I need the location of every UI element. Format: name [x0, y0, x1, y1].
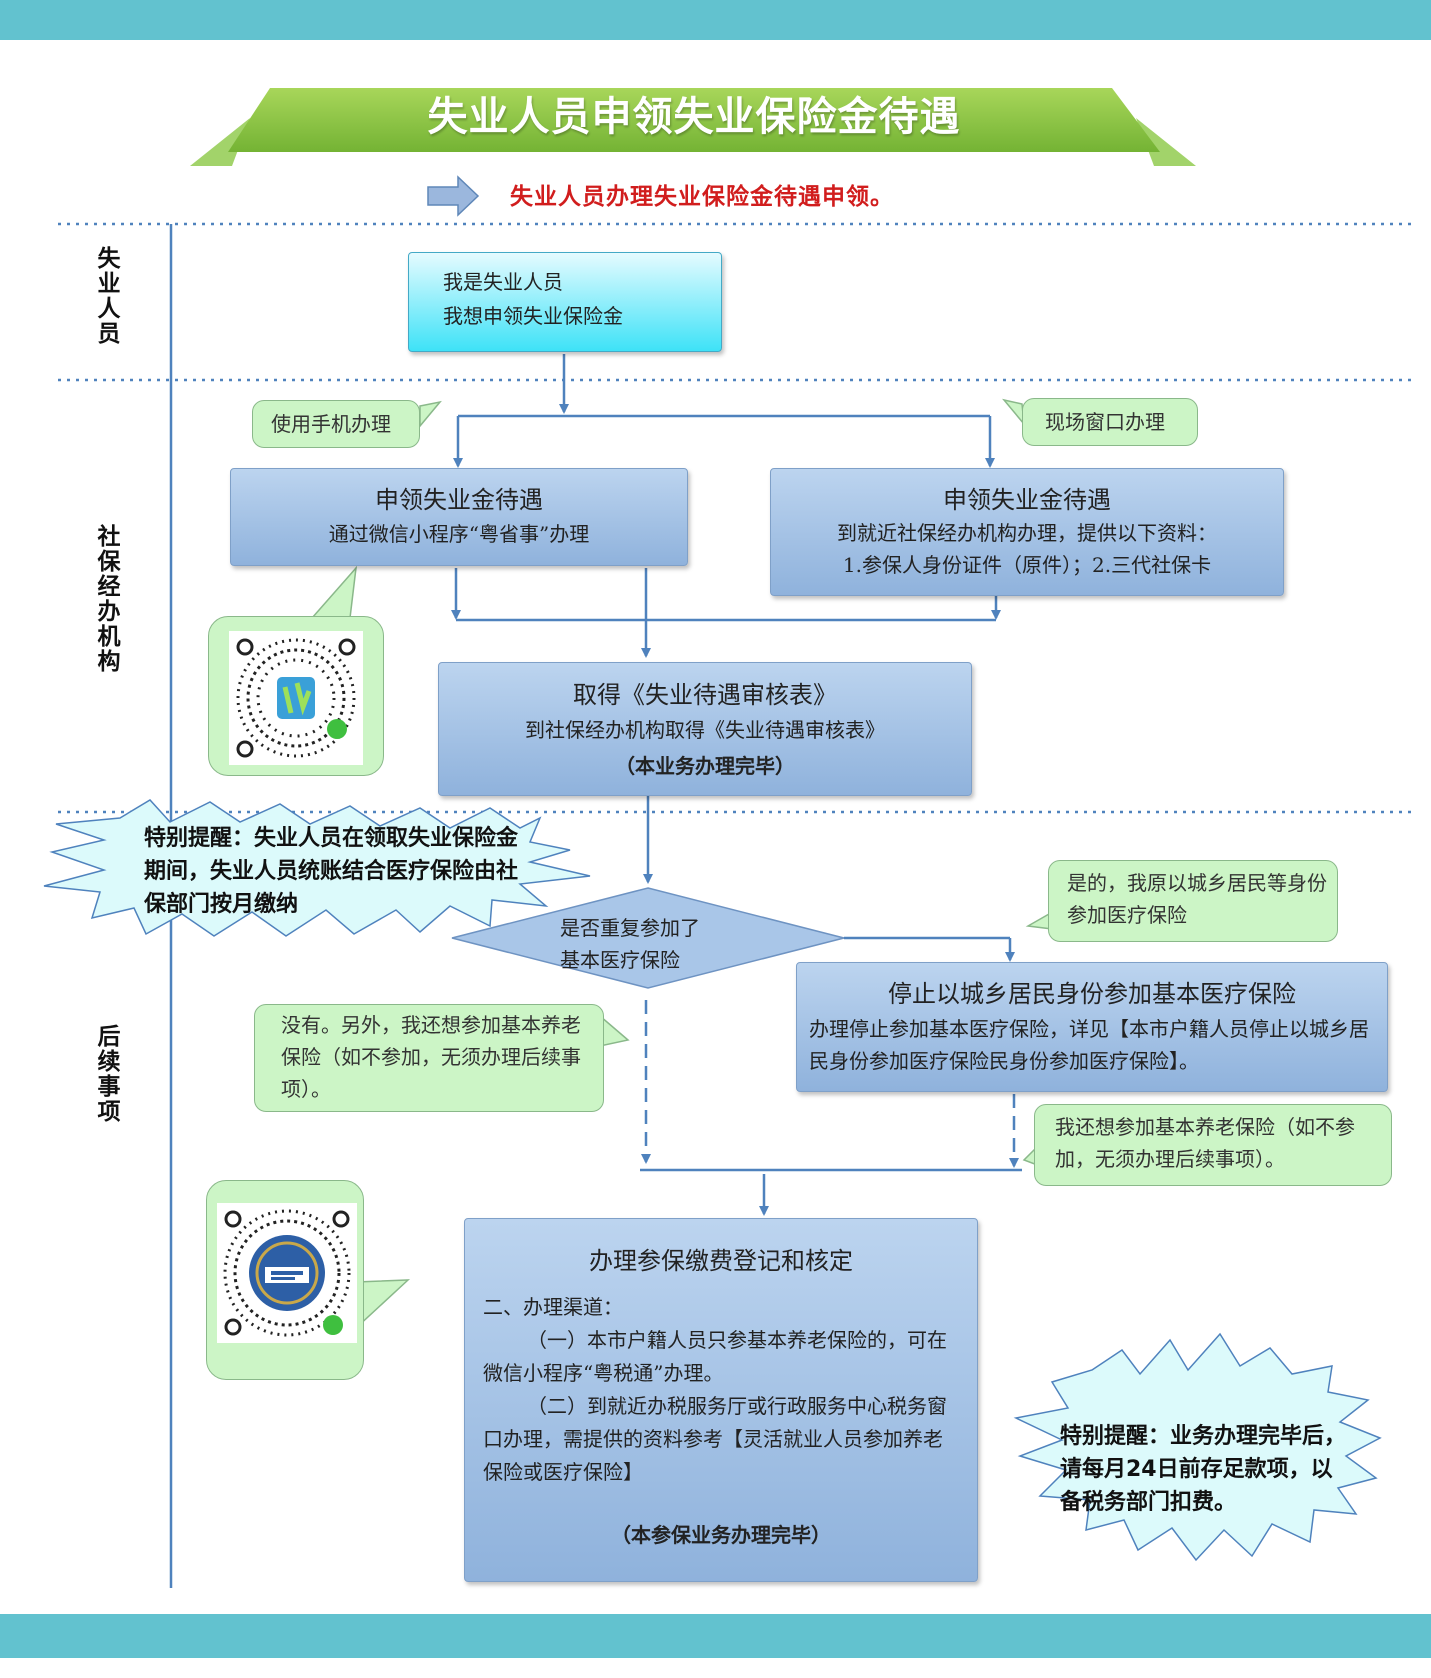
stop-insurance-box: 停止以城乡居民身份参加基本医疗保险 办理停止参加基本医疗保险，详见【本市户籍人员… [796, 962, 1388, 1092]
note-yes: 是的，我原以城乡居民等身份参加医疗保险 [1048, 860, 1338, 942]
mobile-apply-title: 申领失业金待遇 [375, 486, 543, 514]
decision-line2: 基本医疗保险 [560, 948, 680, 972]
review-form-box: 取得《失业待遇审核表》 到社保经办机构取得《失业待遇审核表》 （本业务办理完毕） [438, 662, 972, 796]
note-mobile: 使用手机办理 [252, 400, 420, 448]
reminder-starburst-left [43, 799, 591, 937]
review-form-title: 取得《失业待遇审核表》 [573, 681, 837, 709]
subtitle-arrow-shape [427, 175, 480, 217]
note-mobile-text: 使用手机办理 [271, 412, 391, 436]
start-line2: 我想申领失业保险金 [443, 304, 623, 328]
mobile-apply-sub: 通过微信小程序“粤省事”办理 [328, 522, 590, 546]
lane-applicant: 失业人员 [93, 246, 119, 346]
registration-box: 办理参保缴费登记和核定 二、办理渠道： （一）本市户籍人员只参基本养老保险的，可… [464, 1218, 978, 1582]
registration-title: 办理参保缴费登记和核定 [589, 1247, 853, 1275]
review-form-done: （本业务办理完毕） [615, 754, 795, 778]
window-apply-title: 申领失业金待遇 [943, 486, 1111, 514]
registration-done: （本参保业务办理完毕） [611, 1523, 831, 1547]
decision-line1: 是否重复参加了 [560, 916, 700, 940]
note-yes-text: 是的，我原以城乡居民等身份参加医疗保险 [1067, 871, 1327, 927]
start-line1: 我是失业人员 [443, 270, 563, 294]
registration-channel: 二、办理渠道： [483, 1295, 623, 1319]
note-no: 没有。另外，我还想参加基本养老保险（如不参加，无须办理后续事项）。 [254, 1004, 604, 1112]
qr-code-yueshengshi [229, 631, 363, 765]
qr-bubble-top [208, 616, 384, 776]
note-pension: 我还想参加基本养老保险（如不参加，无须办理后续事项）。 [1034, 1104, 1392, 1186]
qr-pattern-icon [223, 1209, 351, 1337]
decision-question: 是否重复参加了 基本医疗保险 [560, 912, 760, 976]
qr-pattern-icon [236, 638, 356, 758]
reminder-medical: 特别提醒：失业人员在领取失业保险金期间，失业人员统账结合医疗保险由社保部门按月缴… [144, 826, 519, 917]
note-window: 现场窗口办理 [1022, 398, 1198, 446]
qr-code-yueshuitong [217, 1203, 357, 1343]
subtitle: 失业人员办理失业保险金待遇申领。 [510, 184, 894, 210]
window-apply-box: 申领失业金待遇 到就近社保经办机构办理，提供以下资料： 1.参保人身份证件（原件… [770, 468, 1284, 596]
note-window-text: 现场窗口办理 [1045, 410, 1165, 434]
top-bar [0, 0, 1431, 40]
window-apply-sub2: 1.参保人身份证件（原件）；2.三代社保卡 [842, 553, 1212, 577]
review-form-sub: 到社保经办机构取得《失业待遇审核表》 [525, 718, 885, 742]
lane-followup: 后续事项 [93, 1024, 119, 1124]
title-banner [190, 88, 1196, 166]
reminder-payment: 特别提醒：业务办理完毕后，请每月24日前存足款项，以备税务部门扣费。 [1060, 1424, 1347, 1515]
page-title: 失业人员申领失业保险金待遇 [427, 94, 961, 140]
reminder-starburst-right [1013, 1332, 1382, 1562]
registration-item1: （一）本市户籍人员只参基本养老保险的，可在微信小程序“粤税通”办理。 [483, 1328, 947, 1385]
registration-item2: （二）到就近办税服务厅或行政服务中心税务窗口办理，需提供的资料参考【灵活就业人员… [483, 1394, 947, 1484]
mobile-apply-box: 申领失业金待遇 通过微信小程序“粤省事”办理 [230, 468, 688, 566]
stop-insurance-title: 停止以城乡居民身份参加基本医疗保险 [888, 980, 1296, 1008]
note-no-text: 没有。另外，我还想参加基本养老保险（如不参加，无须办理后续事项）。 [281, 1013, 581, 1101]
note-pension-text: 我还想参加基本养老保险（如不参加，无须办理后续事项）。 [1055, 1115, 1355, 1171]
stop-insurance-sub: 办理停止参加基本医疗保险，详见【本市户籍人员停止以城乡居民身份参加医疗保险民身份… [809, 1017, 1369, 1073]
lane-agency: 社保经办机构 [93, 524, 119, 674]
bottom-bar [0, 1614, 1431, 1658]
qr-bubble-bottom [206, 1180, 364, 1380]
window-apply-sub1: 到就近社保经办机构办理，提供以下资料： [837, 521, 1217, 545]
start-box: 我是失业人员 我想申领失业保险金 [408, 252, 722, 352]
